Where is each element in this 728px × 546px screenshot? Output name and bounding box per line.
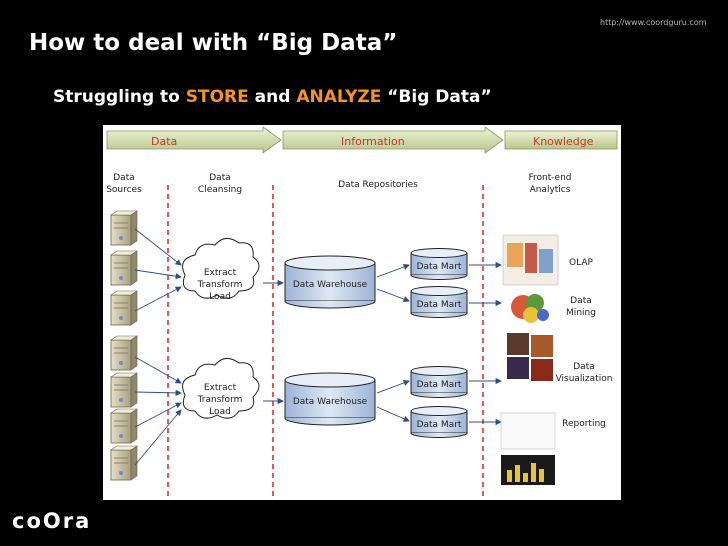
stage-knowledge-label: Knowledge bbox=[533, 135, 594, 148]
data-warehouse-1: Data Warehouse bbox=[285, 256, 375, 308]
data-mining-label-line1: Data bbox=[570, 296, 592, 306]
olap-thumbnail bbox=[503, 235, 558, 285]
olap-label: OLAP bbox=[569, 258, 593, 268]
warehouse-2-label: Data Warehouse bbox=[293, 397, 368, 407]
analytics-header-line1: Front-end bbox=[529, 173, 572, 183]
etl-1-extract: Extract bbox=[204, 268, 237, 278]
data-mining-label-line2: Mining bbox=[566, 308, 596, 318]
reporting-thumbnail bbox=[501, 413, 555, 485]
data-cleansing-header-line2: Cleansing bbox=[198, 185, 242, 195]
server-icon bbox=[111, 211, 137, 245]
coora-logo: coOra bbox=[12, 509, 91, 533]
visualization-label-line2: Visualization bbox=[556, 374, 613, 384]
mart-1-label: Data Mart bbox=[417, 262, 462, 272]
source-arrows bbox=[135, 229, 181, 465]
data-flow-diagram: Data Information Knowledge Data Sources … bbox=[103, 125, 621, 500]
warehouse-arrows bbox=[377, 265, 409, 421]
mart-3-label: Data Mart bbox=[417, 380, 462, 390]
subtitle-store: STORE bbox=[186, 87, 249, 107]
visualization-thumbnail bbox=[507, 333, 553, 381]
subtitle-analyze: ANALYZE bbox=[296, 87, 381, 107]
data-warehouse-2: Data Warehouse bbox=[285, 373, 375, 425]
server-icon bbox=[111, 446, 137, 480]
etl-cloud-2: Extract Transform Load bbox=[183, 358, 259, 418]
mart-4-label: Data Mart bbox=[417, 420, 462, 430]
subtitle-prefix: Struggling to bbox=[53, 87, 186, 107]
source-url: http://www.coordguru.com bbox=[600, 18, 707, 27]
data-sources-header-line1: Data bbox=[113, 173, 135, 183]
data-repositories-header: Data Repositories bbox=[338, 180, 418, 190]
mart-arrows bbox=[469, 265, 501, 422]
etl-2-transform: Transform bbox=[197, 395, 243, 405]
page-subtitle: Struggling to STORE and ANALYZE “Big Dat… bbox=[53, 87, 492, 107]
server-icon bbox=[111, 291, 137, 325]
server-icon bbox=[111, 409, 137, 443]
data-mart-2: Data Mart bbox=[411, 287, 467, 318]
data-cleansing-header-line1: Data bbox=[209, 173, 231, 183]
etl-1-transform: Transform bbox=[197, 280, 243, 290]
server-icon bbox=[111, 251, 137, 285]
subtitle-suffix: “Big Data” bbox=[381, 87, 491, 107]
data-source-servers bbox=[111, 211, 137, 480]
etl-cloud-1: Extract Transform Load bbox=[183, 238, 259, 302]
data-mart-3: Data Mart bbox=[411, 367, 467, 398]
mart-2-label: Data Mart bbox=[417, 300, 462, 310]
stage-information-label: Information bbox=[341, 135, 405, 148]
etl-2-load: Load bbox=[209, 407, 231, 417]
server-icon bbox=[111, 336, 137, 370]
etl-1-load: Load bbox=[209, 292, 231, 302]
column-dividers bbox=[168, 185, 483, 497]
data-mart-1: Data Mart bbox=[411, 249, 467, 280]
stage-data-label: Data bbox=[151, 135, 177, 148]
page-title: How to deal with “Big Data” bbox=[29, 30, 397, 56]
etl-2-extract: Extract bbox=[204, 383, 237, 393]
visualization-label-line1: Data bbox=[573, 362, 595, 372]
data-mining-thumbnail bbox=[511, 294, 549, 323]
reporting-label: Reporting bbox=[562, 419, 606, 429]
data-mart-4: Data Mart bbox=[411, 407, 467, 438]
data-sources-header-line2: Sources bbox=[106, 185, 142, 195]
server-icon bbox=[111, 373, 137, 407]
analytics-header-line2: Analytics bbox=[530, 185, 571, 195]
warehouse-1-label: Data Warehouse bbox=[293, 280, 368, 290]
subtitle-and: and bbox=[249, 87, 297, 107]
diagram-panel: Data Information Knowledge Data Sources … bbox=[103, 125, 621, 500]
